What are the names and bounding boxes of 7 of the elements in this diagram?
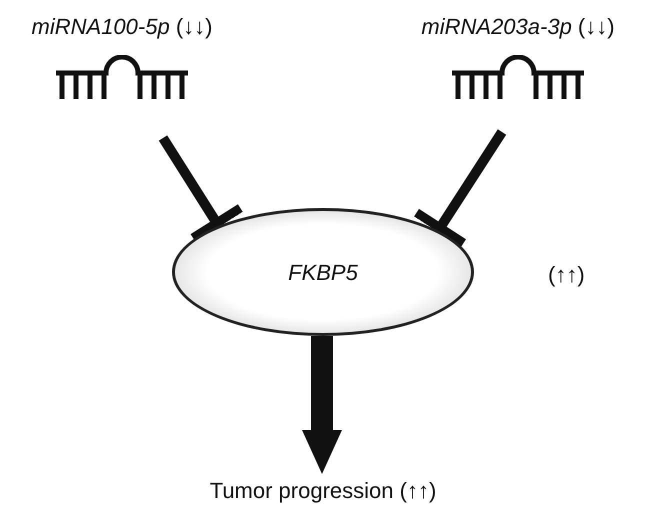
mirna-label: miRNA203a-3p (↓↓) <box>421 13 615 41</box>
inhibition-line <box>414 129 506 248</box>
mirna-label: miRNA100-5p (↓↓) <box>32 13 212 41</box>
expression-label: (↑↑) <box>548 261 585 289</box>
gene-label: FKBP5 <box>288 258 358 286</box>
arrow <box>302 336 342 474</box>
outcome-label: Tumor progression (↑↑) <box>210 477 436 505</box>
